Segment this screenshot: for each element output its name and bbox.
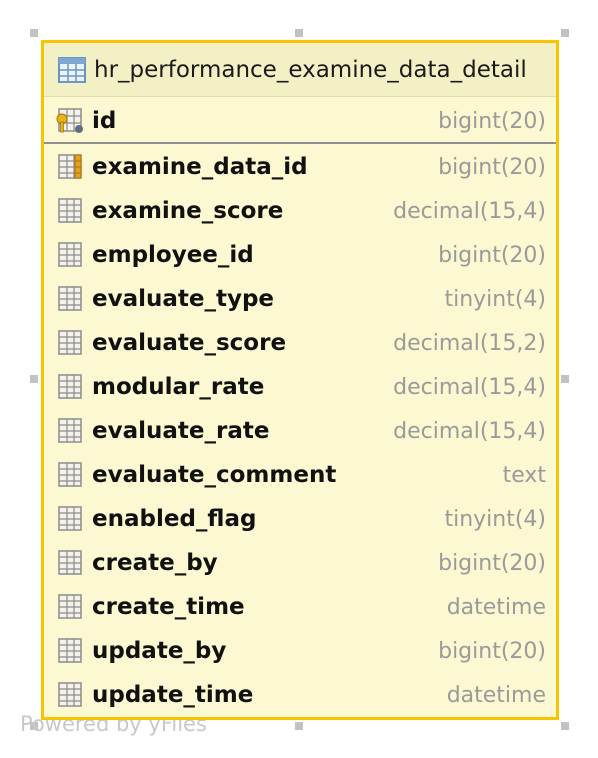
resize-handle-bottom-right[interactable] (561, 722, 569, 730)
foreign-key-column-icon (58, 154, 82, 179)
column-row[interactable]: evaluate_comment text (44, 453, 556, 497)
column-name: examine_data_id (92, 154, 308, 180)
column-name: examine_score (92, 198, 284, 224)
column-name: update_time (92, 682, 254, 708)
resize-handle-top-center[interactable] (295, 29, 303, 37)
table-title: hr_performance_examine_data_detail (94, 56, 527, 83)
column-icon (58, 330, 82, 355)
column-type: bigint(20) (438, 154, 546, 180)
resize-handle-middle-left[interactable] (30, 375, 38, 383)
column-type: datetime (446, 594, 546, 620)
column-row[interactable]: enabled_flag tinyint(4) (44, 497, 556, 541)
column-name: create_time (92, 594, 245, 620)
table-node[interactable]: hr_performance_examine_data_detail id bi… (41, 40, 559, 720)
column-type: decimal(15,4) (393, 418, 546, 444)
column-name: evaluate_score (92, 330, 287, 356)
column-icon (58, 682, 82, 707)
column-type: bigint(20) (438, 550, 546, 576)
column-icon (58, 594, 82, 619)
column-name: create_by (92, 550, 218, 576)
column-icon (58, 374, 82, 399)
resize-handle-top-right[interactable] (561, 29, 569, 37)
column-icon (58, 638, 82, 663)
table-header[interactable]: hr_performance_examine_data_detail (44, 43, 556, 97)
column-icon (58, 550, 82, 575)
column-type: decimal(15,4) (393, 374, 546, 400)
column-name: evaluate_rate (92, 418, 270, 444)
resize-handle-bottom-left[interactable] (30, 722, 38, 730)
column-icon (58, 418, 82, 443)
column-icon (58, 462, 82, 487)
column-icon (58, 506, 82, 531)
resize-handle-middle-right[interactable] (561, 375, 569, 383)
column-name: id (92, 108, 117, 134)
column-row-primary-key[interactable]: id bigint(20) (44, 99, 556, 143)
column-name: modular_rate (92, 374, 265, 400)
column-icon (58, 198, 82, 223)
column-row[interactable]: evaluate_rate decimal(15,4) (44, 409, 556, 453)
column-type: text (502, 462, 546, 488)
column-row[interactable]: examine_data_id bigint(20) (44, 145, 556, 189)
column-row[interactable]: create_time datetime (44, 585, 556, 629)
column-name: employee_id (92, 242, 254, 268)
column-icon (58, 286, 82, 311)
column-row[interactable]: evaluate_score decimal(15,2) (44, 321, 556, 365)
primary-key-divider (44, 142, 556, 144)
column-type: tinyint(4) (444, 286, 546, 312)
column-row[interactable]: employee_id bigint(20) (44, 233, 556, 277)
column-row[interactable]: create_by bigint(20) (44, 541, 556, 585)
column-row[interactable]: examine_score decimal(15,4) (44, 189, 556, 233)
resize-handle-top-left[interactable] (30, 29, 38, 37)
column-type: bigint(20) (438, 242, 546, 268)
table-icon (58, 56, 86, 83)
column-type: decimal(15,4) (393, 198, 546, 224)
column-row[interactable]: update_by bigint(20) (44, 629, 556, 673)
column-name: evaluate_type (92, 286, 275, 312)
column-type: bigint(20) (438, 638, 546, 664)
primary-key-column-icon (56, 108, 83, 133)
resize-handle-bottom-center[interactable] (295, 722, 303, 730)
column-row[interactable]: evaluate_type tinyint(4) (44, 277, 556, 321)
column-name: evaluate_comment (92, 462, 337, 488)
column-name: update_by (92, 638, 227, 664)
column-row[interactable]: modular_rate decimal(15,4) (44, 365, 556, 409)
column-type: decimal(15,2) (393, 330, 546, 356)
column-type: tinyint(4) (444, 506, 546, 532)
column-icon (58, 242, 82, 267)
column-name: enabled_flag (92, 506, 257, 532)
column-type: datetime (446, 682, 546, 708)
column-type: bigint(20) (438, 108, 546, 134)
column-row[interactable]: update_time datetime (44, 673, 556, 717)
